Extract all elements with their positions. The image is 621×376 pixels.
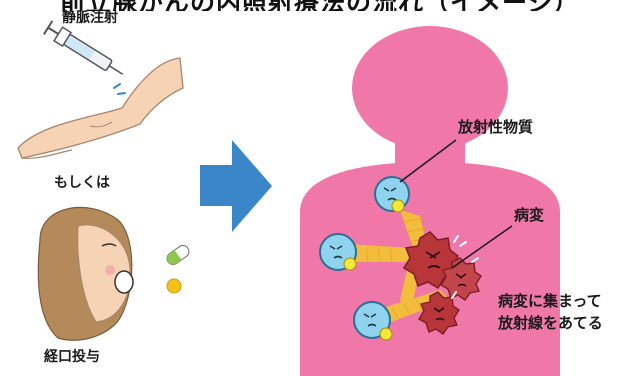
or-label: もしくは [54, 175, 110, 192]
annotation-material: 放射性物質 [458, 118, 533, 136]
radioactive-particle [375, 177, 409, 212]
annotation-lesion: 病変 [514, 206, 544, 224]
annotation-action-line1: 病変に集まって [498, 292, 602, 310]
oral-label: 経口投与 [44, 349, 100, 366]
injection-label: 静脈注射 [62, 10, 118, 27]
syringe-icon [44, 21, 127, 81]
arm-illustration [18, 58, 183, 158]
pill-icon [167, 279, 181, 293]
capsule-icon [165, 243, 192, 267]
radioactive-particle [354, 302, 392, 340]
splash-icon [114, 84, 125, 94]
arrow-right-icon [200, 140, 272, 232]
annotation-action-line2: 放射線をあてる [498, 314, 603, 332]
patient-face-illustration [38, 207, 133, 340]
radioactive-particle [320, 234, 356, 270]
